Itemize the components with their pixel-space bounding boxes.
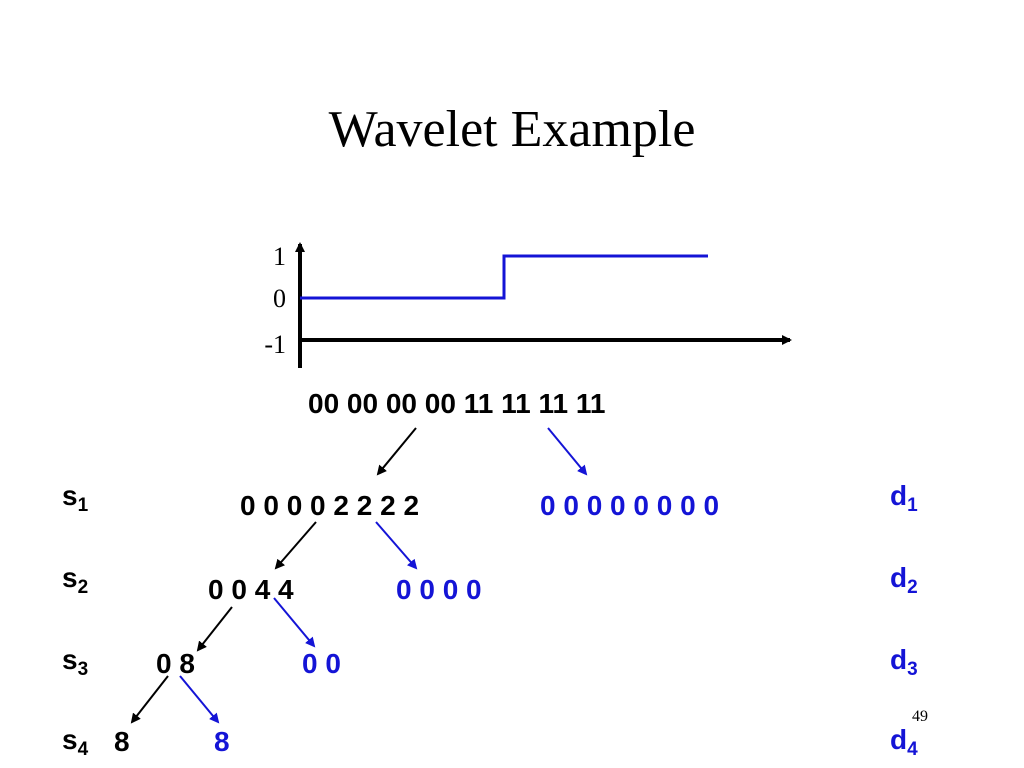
y-tick-neg1: -1 xyxy=(264,330,286,359)
arrow-s2-to-s3 xyxy=(196,606,233,652)
input-sequence: 00 00 00 00 11 11 11 11 xyxy=(308,388,606,419)
s3-values: 0 8 xyxy=(156,648,195,679)
s1-values: 0 0 0 0 2 2 2 2 xyxy=(240,490,420,521)
arrow-s2-to-d3 xyxy=(273,597,316,648)
arrow-input-to-s1 xyxy=(376,427,417,476)
d2-label: d2 xyxy=(890,562,918,598)
d3-label: d3 xyxy=(890,644,918,680)
page-number: 49 xyxy=(912,708,928,725)
s3-label: s3 xyxy=(62,644,89,680)
y-tick-1: 1 xyxy=(273,242,286,271)
arrow-s3-to-s4 xyxy=(130,675,169,724)
y-tick-0: 0 xyxy=(273,284,286,313)
d2-values: 0 0 0 0 xyxy=(396,574,482,605)
d4-label: d4 xyxy=(890,724,918,760)
s4-label: s4 xyxy=(62,724,89,760)
s4-values: 8 xyxy=(114,726,130,757)
d1-values: 0 0 0 0 0 0 0 0 xyxy=(540,490,720,521)
slide-title: Wavelet Example xyxy=(328,101,696,158)
d3-values: 0 0 xyxy=(302,648,341,679)
d4-values: 8 xyxy=(214,726,230,757)
s2-values: 0 0 4 4 xyxy=(208,574,294,605)
arrow-input-to-d1 xyxy=(547,427,588,476)
arrow-s1-to-d2 xyxy=(375,521,418,570)
s1-label: s1 xyxy=(62,480,89,516)
s2-label: s2 xyxy=(62,562,89,598)
signal-step-line xyxy=(300,254,708,300)
arrow-s1-to-s2 xyxy=(274,521,317,570)
d1-label: d1 xyxy=(890,480,918,516)
arrow-s3-to-d4 xyxy=(179,675,220,724)
